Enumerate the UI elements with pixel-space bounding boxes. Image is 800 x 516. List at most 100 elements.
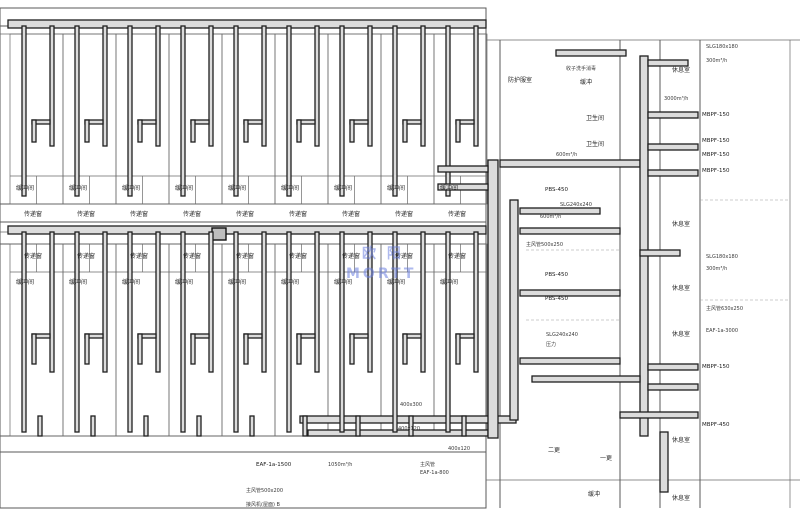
branch-duct [84, 333, 90, 365]
label-mbpf-2: MBPF-150 [702, 138, 730, 144]
label-transfer-lower: 传递窗 [395, 252, 413, 260]
branch-duct [49, 231, 55, 373]
branch-duct [339, 231, 345, 433]
label-buffer-upper: 缓冲间 [281, 184, 299, 192]
branch-duct [445, 231, 451, 433]
label-transfer-lower: 传递窗 [130, 252, 148, 260]
label-mbpf-3: MBPF-150 [702, 152, 730, 158]
branch-duct [473, 25, 479, 147]
right-annotations: SLG180x180 300m³/h 防护服室 收子洗手消毒 缓冲 3000m³… [246, 44, 743, 508]
label-rest-1: 休息室 [672, 66, 690, 74]
branch-duct [74, 25, 80, 197]
label-buffer-lower: 缓冲间 [16, 278, 34, 286]
label-buffer-upper: 缓冲间 [334, 184, 352, 192]
branch-duct [208, 25, 214, 147]
watermark-top: 欧 阳 [362, 245, 404, 262]
label-buffer-upper: 缓冲间 [387, 184, 405, 192]
label-buffer-lower: 缓冲间 [69, 278, 87, 286]
branch-duct [180, 231, 186, 433]
branch-duct [127, 231, 133, 433]
branch-duct [155, 25, 161, 147]
label-transfer-lower: 传递窗 [342, 252, 360, 260]
branch-duct [455, 119, 461, 143]
branch-duct [302, 415, 308, 437]
branch-duct [74, 231, 80, 433]
label-rest-2: 休息室 [672, 220, 690, 228]
branch-duct [37, 415, 43, 437]
branch-duct [455, 333, 461, 365]
branch-duct [143, 415, 149, 437]
branch-duct [286, 231, 292, 433]
label-transfer-upper: 传递窗 [236, 210, 254, 218]
branch-duct [392, 25, 398, 197]
branch-duct [233, 231, 239, 433]
right-branch-ducts [437, 49, 699, 493]
label-buffer-upper: 缓冲间 [122, 184, 140, 192]
label-buffer-upper: 缓冲间 [228, 184, 246, 192]
branch-duct [367, 25, 373, 147]
label-buffer-upper: 缓冲间 [440, 184, 458, 192]
branch-duct [420, 231, 426, 373]
label-eaf-mid: EAF-1a-800 [420, 470, 449, 476]
branch-duct [261, 231, 267, 373]
label-suit-room: 防护服室 [508, 76, 532, 84]
label-buffer-lower: 缓冲间 [387, 278, 405, 286]
branch-duct [355, 415, 361, 437]
label-rest-5: 休息室 [672, 436, 690, 444]
label-pbs-3: PBS-450 [545, 296, 568, 302]
dashed-partitions [526, 199, 790, 321]
branch-duct [314, 231, 320, 373]
branch-duct [196, 415, 202, 437]
label-transfer-lower: 传递窗 [77, 252, 95, 260]
label-transfer-upper: 传递窗 [289, 210, 307, 218]
label-dim-400b: 400x120 [398, 426, 420, 432]
branch-ducts [21, 25, 479, 437]
branch-duct [314, 25, 320, 147]
branch-duct [367, 231, 373, 373]
branch-duct [21, 25, 27, 197]
branch-duct [190, 119, 196, 143]
branch-duct [249, 415, 255, 437]
label-transfer-lower: 传递窗 [448, 252, 466, 260]
branch-duct [339, 25, 345, 197]
label-transfer-upper: 传递窗 [24, 210, 42, 218]
label-buffer-lower: 缓冲间 [281, 278, 299, 286]
label-wash: 卫生间 [586, 114, 604, 122]
branch-duct [243, 119, 249, 143]
label-rest-3: 休息室 [672, 284, 690, 292]
label-transfer-lower: 传递窗 [289, 252, 307, 260]
label-transfer-upper: 传递窗 [183, 210, 201, 218]
label-rest-4: 休息室 [672, 330, 690, 338]
label-mbpf-450: MBPF-450 [702, 422, 730, 428]
label-duct-main-250: 主风管630x250 [706, 305, 743, 312]
branch-duct [190, 333, 196, 365]
branch-duct [296, 333, 302, 365]
branch-duct [90, 415, 96, 437]
label-room-2: 二更 [548, 447, 560, 454]
branch-duct [102, 231, 108, 373]
label-transfer-upper: 传递窗 [130, 210, 148, 218]
label-duct-bottom: 主风管500x200 [246, 487, 283, 494]
label-flow-bottom: 1050m³/h [328, 462, 352, 468]
label-pbs-1: PBS-450 [545, 187, 568, 193]
label-flow-mid: 3000m³/h [664, 96, 688, 102]
watermark-bottom: MORTT [346, 266, 416, 282]
label-flow-600b: 600m³/h [556, 152, 577, 158]
label-flow-300-2: 300m³/h [706, 266, 727, 272]
label-buffer-lower: 缓冲间 [228, 278, 246, 286]
branch-duct [155, 231, 161, 373]
label-yard: 缓冲 [588, 490, 600, 498]
branch-duct [445, 25, 451, 197]
label-buffer-top: 缓冲 [580, 78, 592, 86]
branch-duct [286, 25, 292, 197]
label-rest-6: 休息室 [672, 494, 690, 502]
label-main: 主风管 [420, 461, 435, 468]
label-duct-500: 主风管500x250 [526, 241, 563, 248]
label-dim-400: 400x300 [400, 402, 422, 408]
branch-duct [31, 119, 37, 143]
branch-duct [408, 415, 414, 437]
room-labels: 缓冲间传递窗传递窗缓冲间缓冲间传递窗传递窗缓冲间缓冲间传递窗传递窗缓冲间缓冲间传… [16, 184, 466, 286]
label-transfer-lower: 传递窗 [183, 252, 201, 260]
branch-duct [461, 415, 467, 437]
